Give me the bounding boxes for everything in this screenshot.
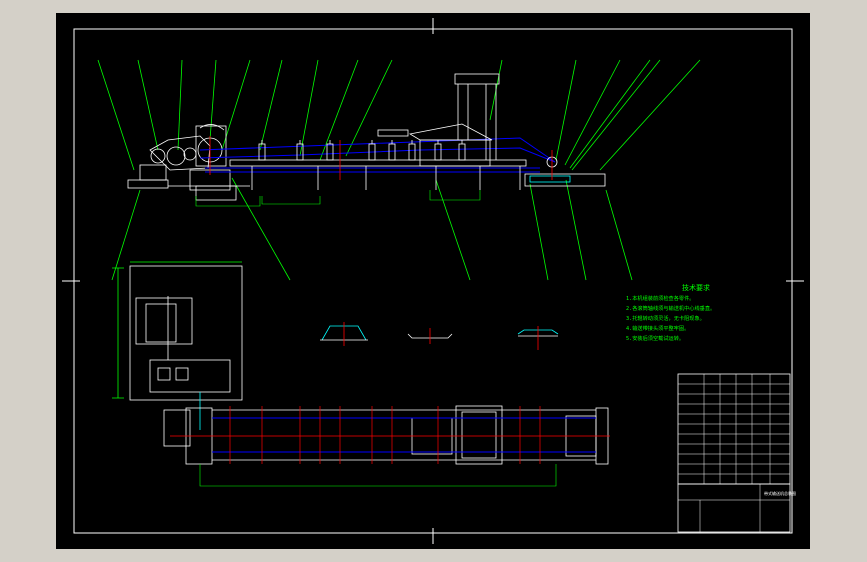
elevation-view (97, 59, 701, 281)
leader-line-icon (299, 59, 319, 157)
leader-line-icon (564, 59, 621, 166)
section-flat-idler (407, 328, 453, 344)
note-line: 3.托辊转动须灵活，无卡阻现象。 (626, 314, 705, 322)
leader-line-icon (605, 189, 633, 281)
idler-support (296, 140, 304, 161)
idler-supports (258, 140, 466, 161)
leader-line-icon (319, 59, 359, 161)
plan-cross-members (229, 406, 541, 464)
note-line: 5.安装后须空载试运转。 (626, 334, 684, 342)
leader-line-icon (569, 59, 651, 169)
notes-title: 技术要求 (682, 283, 710, 292)
leader-line-icon (97, 59, 135, 171)
leader-line-icon (209, 59, 217, 141)
leader-lines-top (97, 59, 701, 281)
leader-line-icon (111, 189, 141, 281)
leader-line-icon (435, 179, 471, 281)
title-block: 带式输送机总装图 (677, 373, 796, 533)
technical-notes: 技术要求 1.本机组装前须检查各零件。 2.各滚筒轴线须与输送机中心线垂直。 3.托… (626, 283, 715, 342)
plan-view (112, 261, 610, 487)
note-line: 1.本机组装前须检查各零件。 (626, 294, 695, 302)
note-line: 2.各滚筒轴线须与输送机中心线垂直。 (626, 304, 715, 312)
leader-line-icon (345, 59, 393, 157)
idler-support (458, 140, 466, 161)
leader-line-icon (231, 177, 291, 281)
idler-support (434, 140, 442, 161)
section-views (320, 322, 559, 350)
leader-line-icon (221, 59, 251, 151)
idler-support (388, 140, 396, 161)
note-line: 4.输送带接头须平整牢固。 (626, 324, 689, 332)
frame-ticks (62, 18, 804, 544)
title-block-title: 带式输送机总装图 (764, 490, 796, 496)
leader-line-icon (529, 183, 549, 281)
plan-dims (199, 464, 557, 487)
section-troughed-idler (320, 322, 368, 346)
red-centerlines (209, 136, 553, 180)
notes-lines: 1.本机组装前须检查各零件。 2.各滚筒轴线须与输送机中心线垂直。 3.托辊转动须灵… (626, 294, 715, 342)
idler-support (408, 140, 416, 161)
leader-line-icon (137, 59, 159, 151)
idler-support (258, 140, 266, 161)
conveyor-frame (229, 73, 606, 190)
belt-plan (212, 417, 596, 453)
section-return-idler (517, 326, 559, 350)
leader-line-icon (177, 59, 183, 151)
elevation-dims (195, 190, 481, 207)
idler-support (368, 140, 376, 161)
leader-line-icon (555, 59, 577, 161)
leader-line-icon (259, 59, 283, 151)
drive-plan (112, 261, 243, 430)
canvas (56, 13, 810, 549)
leader-line-icon (565, 179, 587, 281)
leader-line-icon (599, 59, 701, 171)
idler-support (326, 140, 334, 161)
leader-line-icon (571, 59, 661, 171)
